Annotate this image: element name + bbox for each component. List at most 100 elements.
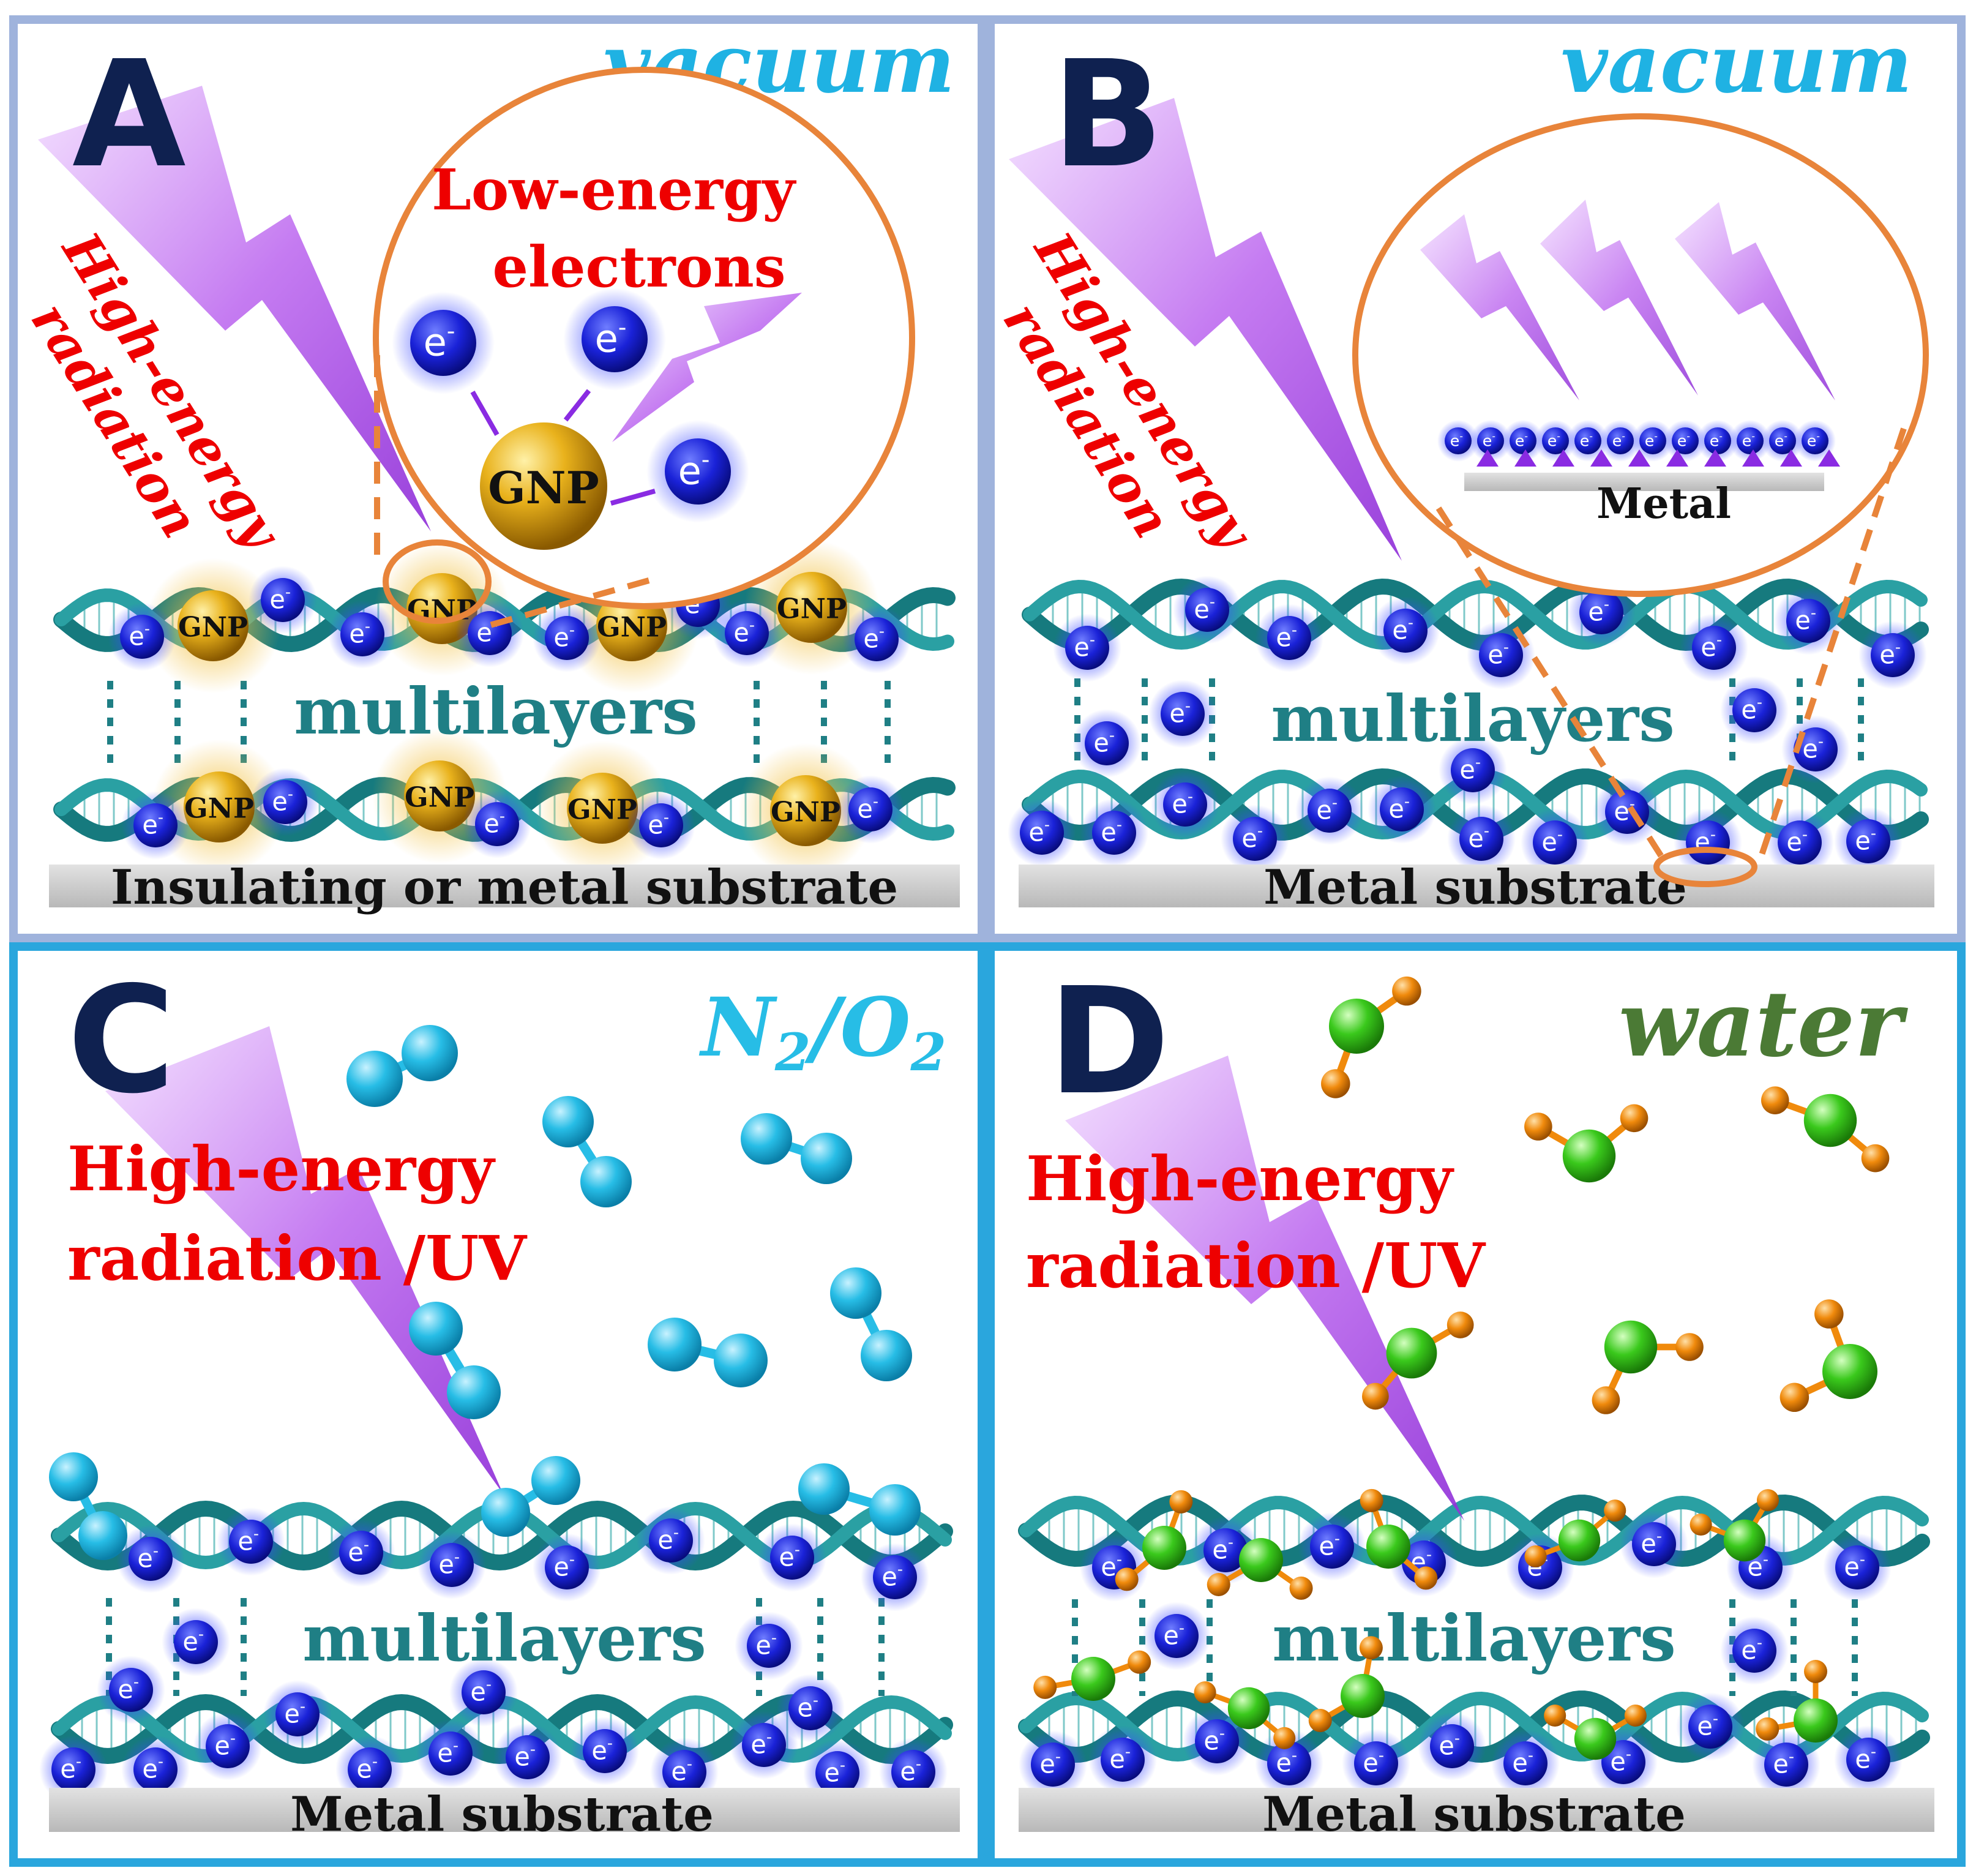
emission-arrow bbox=[563, 389, 591, 422]
electron-symbol: e bbox=[671, 1757, 686, 1787]
electron-label: e- bbox=[214, 1730, 236, 1761]
electron-symbol: e bbox=[484, 809, 499, 839]
env-slash: / bbox=[804, 980, 847, 1075]
electron-charge: - bbox=[879, 623, 885, 640]
electron: e- bbox=[758, 1523, 826, 1592]
electron-symbol: e bbox=[755, 1631, 771, 1660]
electron: e- bbox=[1371, 596, 1440, 665]
electron-sphere bbox=[475, 802, 519, 846]
panel-c-substrate-label: Metal substrate bbox=[290, 1787, 714, 1842]
oxygen-atom bbox=[1574, 1717, 1617, 1760]
electron-sphere bbox=[462, 1670, 506, 1714]
electron-symbol: e bbox=[1701, 633, 1716, 662]
electron-label: e- bbox=[1741, 694, 1762, 725]
electron: e- bbox=[1794, 419, 1836, 462]
electron: e- bbox=[121, 791, 190, 860]
electron-label: e- bbox=[1468, 822, 1489, 854]
zoom-electron-row: e-e-e-e-e-e-e-e-e-e-e-e- bbox=[1437, 419, 1840, 467]
emission-arrowhead bbox=[1818, 449, 1840, 467]
electron: e- bbox=[1664, 419, 1707, 462]
electron: e- bbox=[1295, 776, 1364, 845]
electron: e- bbox=[1437, 419, 1480, 462]
hydrogen-atom bbox=[1620, 1104, 1649, 1133]
electron-symbol: e bbox=[269, 585, 285, 615]
gnp-label: GNP bbox=[777, 592, 847, 625]
electron: e- bbox=[335, 1735, 404, 1804]
electron-sphere bbox=[1688, 1705, 1732, 1749]
hydrogen-atom bbox=[1359, 1636, 1383, 1660]
panel-d-frame bbox=[986, 942, 1966, 1867]
electron: e- bbox=[1502, 419, 1544, 462]
electron: e- bbox=[1469, 419, 1512, 462]
electron-label: e- bbox=[272, 786, 293, 817]
electron-symbol: e bbox=[657, 1526, 673, 1555]
electron-label: e- bbox=[1541, 826, 1563, 857]
electron-sphere bbox=[873, 1555, 917, 1599]
electron: e- bbox=[1761, 419, 1804, 462]
electron-sphere bbox=[1732, 688, 1776, 732]
emission-arrowhead bbox=[1590, 449, 1612, 467]
panel-d-radiation-label: High-energy radiation /UV bbox=[1026, 1142, 1486, 1302]
electron-charge: - bbox=[1686, 430, 1690, 441]
electron-label: e- bbox=[1879, 639, 1901, 670]
electron-label: e- bbox=[1844, 1551, 1865, 1582]
gnp-sphere bbox=[184, 771, 255, 842]
electron-symbol: e bbox=[1163, 1621, 1178, 1651]
electron: e- bbox=[1676, 1692, 1745, 1761]
electron-label: e- bbox=[1392, 614, 1413, 645]
electron-label: e- bbox=[1450, 430, 1463, 449]
hydrogen-atom bbox=[1115, 1567, 1139, 1591]
panel-a-layers: GNPGNPGNPGNPGNPGNPGNPGNPe-e-e-e-e-e-e-e-… bbox=[53, 539, 956, 879]
electron-label: e- bbox=[1483, 430, 1495, 449]
electron-symbol: e bbox=[272, 787, 287, 817]
electron-symbol: e bbox=[1316, 796, 1331, 825]
electron-sphere bbox=[1354, 1741, 1398, 1785]
electron: e- bbox=[328, 600, 397, 669]
zoom-electrons: e-e-e- bbox=[392, 288, 749, 523]
electron-sphere bbox=[1601, 1740, 1645, 1784]
electron-charge: - bbox=[1459, 430, 1463, 441]
electron-charge: - bbox=[1524, 430, 1528, 441]
electron-charge: - bbox=[285, 583, 291, 601]
electron-symbol: e bbox=[1276, 1749, 1291, 1778]
atom bbox=[346, 1051, 403, 1107]
hydrogen-atom bbox=[1033, 1675, 1057, 1699]
electron: e- bbox=[533, 1533, 601, 1602]
electron: e- bbox=[1148, 680, 1217, 748]
env-sub-2: 2 bbox=[910, 1022, 946, 1082]
electron-symbol: e bbox=[424, 320, 447, 365]
electron-label: e- bbox=[755, 1629, 777, 1660]
electron-charge: - bbox=[1188, 788, 1193, 806]
panel-b-frame bbox=[986, 15, 1966, 942]
electron-symbol: e bbox=[1109, 1745, 1125, 1774]
electron-sphere bbox=[1778, 820, 1822, 865]
small-radiation-bolt bbox=[1675, 202, 1835, 400]
electron-charge: - bbox=[1713, 1710, 1718, 1728]
electron-sphere bbox=[815, 1751, 859, 1795]
electron-sphere bbox=[1479, 633, 1523, 677]
atom bbox=[741, 1113, 792, 1165]
electron-symbol: e bbox=[1588, 598, 1603, 627]
electron-charge: - bbox=[673, 1524, 679, 1542]
panel-a-letter: A bbox=[72, 29, 186, 200]
electron-symbol: e bbox=[1392, 616, 1407, 645]
electron-sphere bbox=[747, 1624, 791, 1668]
hydrogen-atom bbox=[1128, 1650, 1151, 1674]
electron-symbol: e bbox=[1468, 824, 1483, 854]
electron-charge: - bbox=[1484, 822, 1489, 840]
electron-sphere bbox=[1802, 427, 1828, 454]
electron: e- bbox=[1593, 778, 1661, 846]
electron-charge: - bbox=[569, 621, 575, 639]
hydrogen-atom bbox=[1308, 1709, 1332, 1732]
zoom-gnp-particle: GNP bbox=[480, 422, 607, 550]
atom bbox=[801, 1133, 852, 1184]
electron: e- bbox=[108, 602, 176, 671]
electron-label: e- bbox=[1547, 430, 1560, 449]
electron: e- bbox=[1298, 1512, 1366, 1581]
electron-sphere bbox=[1203, 1528, 1248, 1572]
atom bbox=[648, 1318, 702, 1371]
electron-label: e- bbox=[648, 809, 669, 840]
electron-charge: - bbox=[1654, 430, 1658, 441]
electron-charge: - bbox=[1257, 822, 1263, 840]
electron-label: e- bbox=[671, 1755, 692, 1787]
